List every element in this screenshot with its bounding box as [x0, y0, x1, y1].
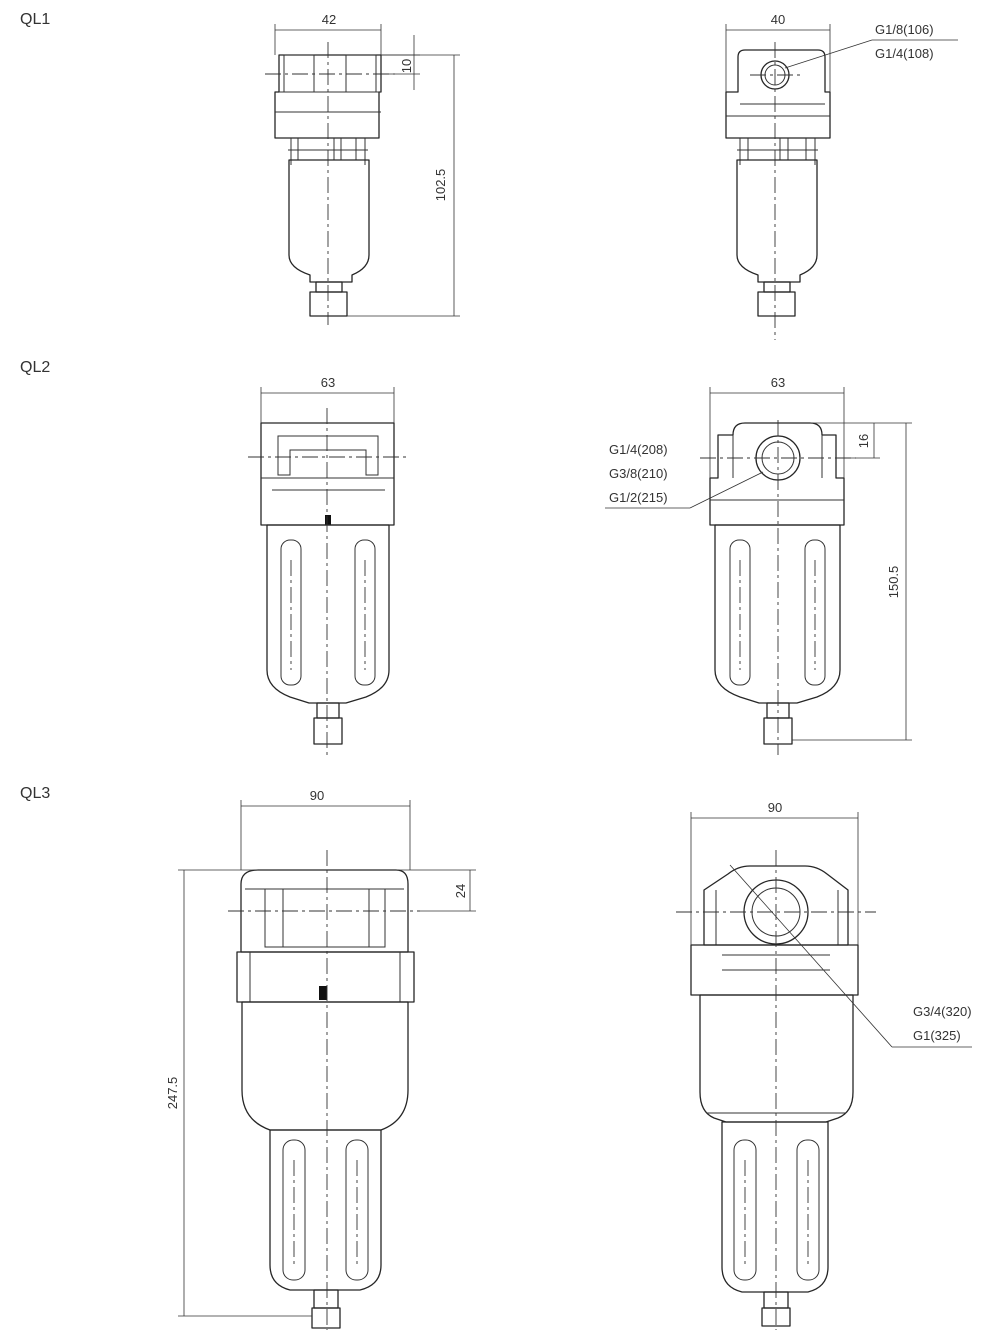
ql1-top-height-label: 10 — [399, 59, 414, 73]
ql3-front-view: 90 24 247.5 — [165, 788, 476, 1330]
ql1-total-height-label: 102.5 — [433, 169, 448, 202]
ql1-port-label-1: G1/8(106) — [875, 22, 934, 37]
ql3-port-label-1: G3/4(320) — [913, 1004, 972, 1019]
ql1-port-label-2: G1/4(108) — [875, 46, 934, 61]
ql1-side-width-label: 40 — [771, 12, 785, 27]
ql2-top-height-label: 16 — [856, 434, 871, 448]
ql3-top-height-label: 24 — [453, 884, 468, 898]
ql2-port-label-2: G3/8(210) — [609, 466, 668, 481]
ql2-port-label-3: G1/2(215) — [609, 490, 668, 505]
ql3-total-height-label: 247.5 — [165, 1077, 180, 1110]
ql2-total-height-label: 150.5 — [886, 566, 901, 599]
section-label-ql3: QL3 — [20, 785, 50, 802]
ql3-port-label-2: G1(325) — [913, 1028, 961, 1043]
ql3-front-width-label: 90 — [310, 788, 324, 803]
ql1-front-view: 42 10 102.5 — [265, 12, 460, 325]
ql2-side-view: 63 16 150.5 G1/4(208) G3/8(210) G1/2(215… — [605, 375, 912, 755]
ql3-side-view: 90 G3/4(320) G1(325) — [676, 800, 972, 1330]
ql2-side-width-label: 63 — [771, 375, 785, 390]
section-label-ql1: QL1 — [20, 11, 50, 28]
ql2-front-width-label: 63 — [321, 375, 335, 390]
ql3-side-width-label: 90 — [768, 800, 782, 815]
ql1-front-width-label: 42 — [322, 12, 336, 27]
ql3-front-marker — [319, 986, 327, 1000]
ql2-front-view: 63 — [248, 375, 408, 755]
ql2-port-label-1: G1/4(208) — [609, 442, 668, 457]
section-label-ql2: QL2 — [20, 359, 50, 376]
ql2-front-marker — [325, 515, 331, 525]
ql1-side-view: 40 G1/8(106) G1/4(108) — [725, 12, 958, 340]
